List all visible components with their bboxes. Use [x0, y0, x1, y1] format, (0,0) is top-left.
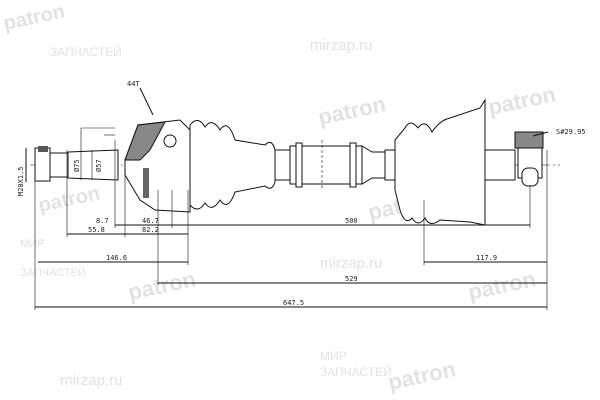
watermark-brand: patron [126, 266, 198, 305]
inner-joint [514, 131, 544, 187]
dim-500: 500 [345, 217, 358, 225]
outer-boot [189, 120, 276, 210]
watermark-ru: ЗАПЧАСТЕЙ [320, 364, 392, 379]
teeth-label: 44T [127, 80, 140, 88]
dim-55-8: 55.8 [88, 226, 105, 234]
watermark-ru: МИР [320, 349, 347, 363]
watermark-site: mirzap.ru [320, 255, 383, 272]
watermark-ru: МИР [20, 238, 44, 250]
watermark-ru: ЗАПЧАСТЕЙ [50, 44, 122, 59]
spline-label: S#29.95 [556, 128, 586, 136]
inner-boot [394, 98, 486, 226]
thread-label: M20X1.5 [17, 166, 25, 196]
dim-46-7: 46.7 [142, 217, 159, 225]
watermark-site: mirzap.ru [60, 372, 123, 389]
watermark-brand: patron [1, 0, 66, 34]
watermark-ru: ЗАПЧАСТЕЙ [20, 266, 86, 279]
watermark-brand: patron [486, 81, 558, 120]
watermark-brand: patron [316, 91, 388, 130]
watermark-brand: patron [386, 356, 458, 395]
watermark-brand: patron [466, 266, 538, 305]
dim-82-2: 82.2 [142, 226, 159, 234]
watermark-site: mirzap.ru [310, 37, 373, 54]
dim-647-5: 647.5 [283, 299, 304, 307]
inner-diameter-label: Ø57 [95, 159, 103, 172]
outer-diameter-label: Ø75 [73, 159, 81, 172]
watermark-brand: patron [36, 182, 101, 216]
dim-8-7: 8.7 [96, 217, 109, 225]
outer-cv-joint [34, 119, 191, 213]
dim-117-9: 117.9 [476, 254, 497, 262]
dim-146-6: 146.6 [106, 254, 127, 262]
dim-529: 529 [345, 275, 358, 283]
dimension-lines [25, 87, 549, 308]
dimension-labels: 44T M20X1.5 Ø75 Ø57 8.7 46.7 55.8 82.2 1… [17, 80, 586, 307]
